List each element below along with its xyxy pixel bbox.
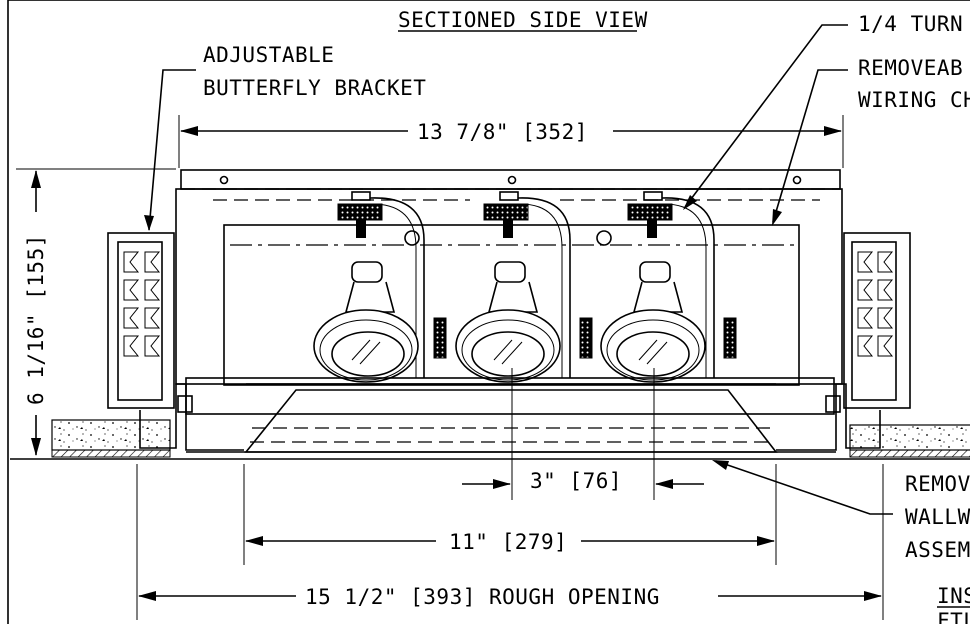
ceiling-hatch-left: [51, 449, 171, 458]
removable-chassis-label-line2: WIRING CH: [858, 88, 970, 112]
clip-left: [177, 395, 193, 413]
width-top-arrow-left: [180, 126, 198, 136]
lamp-assembly-1: [313, 191, 425, 383]
install-label-line1: INS: [937, 584, 970, 608]
quarter-turn-leader: [684, 24, 848, 208]
ceiling-hatch-right: [849, 449, 970, 458]
lamp-assembly-3: [600, 191, 715, 383]
wallwash-lens: [244, 389, 778, 453]
remov-wall-label-line2: WALLW: [905, 505, 970, 529]
rough-arrow-right: [864, 591, 882, 601]
remov-wall-leader-arrow: [712, 460, 729, 470]
chassis-hole-right: [596, 230, 612, 246]
spacing-dim-text: 3" [76]: [530, 469, 622, 493]
spacing-arrow-right: [655, 479, 673, 489]
sheet-border: [7, 0, 970, 624]
remov-wall-leader: [715, 460, 893, 515]
remov-wall-label-line3: ASSEM: [905, 538, 970, 562]
quarter-turn-leader-arrow: [683, 195, 697, 210]
housing-screw-left: [219, 175, 229, 185]
side-knob-3: [723, 317, 737, 359]
width-top-arrow-right: [824, 126, 842, 136]
height-arrow-bottom: [31, 438, 41, 456]
adjustable-leader: [148, 69, 196, 231]
quarter-turn-label: 1/4 TURN: [858, 12, 963, 36]
inner-width-dim-text: 11" [279]: [449, 530, 567, 554]
housing-screw-mid-left: [507, 175, 517, 185]
flange-right: [776, 383, 881, 451]
side-knob-2: [579, 317, 593, 359]
adjustable-label-line1: ADJUSTABLE: [203, 43, 334, 67]
height-dim-text: 6 1/16" [155]: [24, 234, 48, 405]
width-top-dim-text: 13 7/8" [352]: [417, 120, 588, 144]
side-knob-1: [433, 317, 447, 359]
adjustable-label-line2: BUTTERFLY BRACKET: [203, 76, 426, 100]
ceiling-board-right: [849, 424, 970, 451]
adjustable-leader-arrow: [144, 215, 154, 231]
removable-chassis-label-line1: REMOVEAB: [858, 56, 963, 80]
housing-screw-right: [792, 175, 802, 185]
inner-width-arrow-left: [245, 536, 263, 546]
removable-chassis-leader-arrow: [772, 209, 782, 226]
rough-opening-dim-text: 15 1/2" [393] ROUGH OPENING: [305, 585, 660, 609]
clip-right: [825, 395, 841, 413]
lamp-assembly-2: [455, 191, 571, 383]
inner-width-arrow-right: [757, 536, 775, 546]
install-label-line2: FTL: [937, 609, 970, 624]
butterfly-bracket-left: [107, 232, 175, 409]
ceiling-board-left: [51, 419, 171, 451]
spacing-arrow-left: [493, 479, 511, 489]
view-title: SECTIONED SIDE VIEW: [398, 8, 648, 32]
housing-top-plate: [180, 169, 841, 190]
height-arrow-top: [31, 170, 41, 188]
butterfly-bracket-right: [843, 232, 911, 409]
remov-wall-label-line1: REMOV: [905, 472, 970, 496]
rough-arrow-left: [138, 591, 156, 601]
flange-left: [139, 383, 244, 451]
chassis-hole-left: [404, 230, 420, 246]
removable-chassis-leader: [772, 69, 848, 223]
